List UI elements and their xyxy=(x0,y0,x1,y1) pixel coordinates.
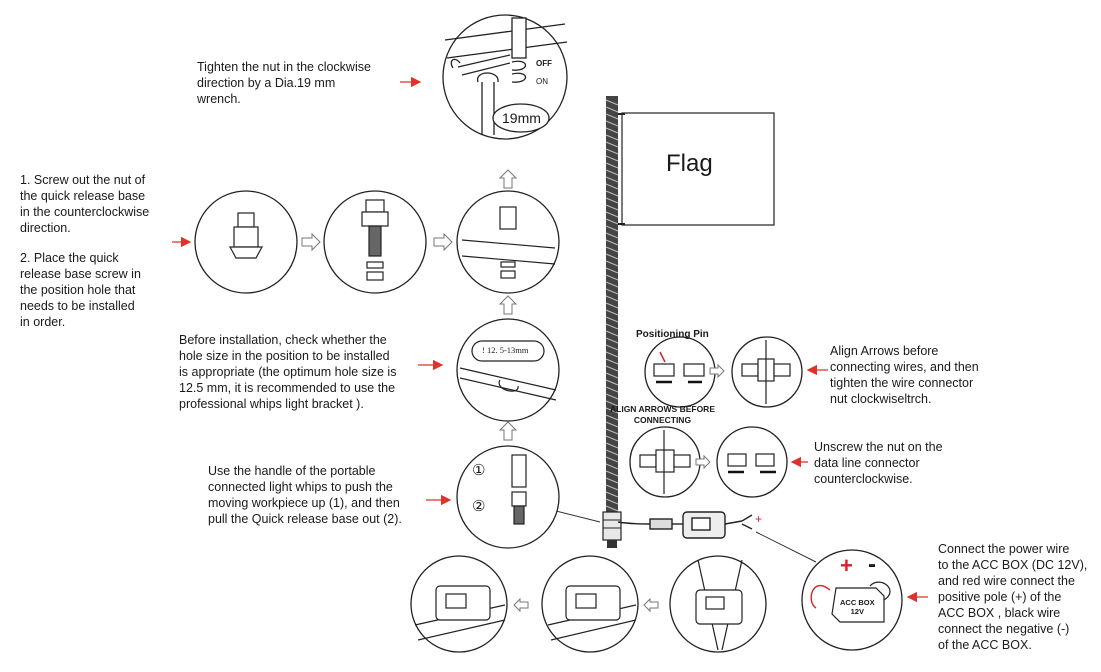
mount-art xyxy=(414,559,743,651)
align-before-label: ALIGN ARROWS BEFORE CONNECTING xyxy=(610,404,715,425)
hole-size-label: ! 12. 5-13mm xyxy=(482,345,529,355)
flow-arrows xyxy=(301,169,725,613)
circle-hole xyxy=(456,318,560,422)
tighten-text: Tighten the nut in the clockwise directi… xyxy=(197,60,371,106)
whip-pole xyxy=(602,96,622,548)
circle-base-3 xyxy=(456,190,560,294)
place-text: 2. Place the quick release base screw in… xyxy=(20,251,141,329)
release-art xyxy=(511,454,527,525)
power-wire xyxy=(617,511,753,539)
connector-direction-arrows xyxy=(656,380,776,474)
base-art xyxy=(228,199,556,281)
step-2-label: ② xyxy=(472,498,486,515)
unscrew-text: Unscrew the nut on the data line connect… xyxy=(814,440,943,486)
acc-box-label: ACC BOX 12V xyxy=(840,598,875,616)
wire-plus-mark: + xyxy=(755,512,762,526)
before-install-text: Before installation, check whether the h… xyxy=(179,333,397,411)
screw-out-text: 1. Screw out the nut of the quick releas… xyxy=(20,173,150,235)
flag xyxy=(618,112,775,226)
connector-art xyxy=(639,340,791,494)
acc-plus-label: + xyxy=(840,553,853,578)
step-1-label: ① xyxy=(472,462,486,479)
positioning-pin-label: Positioning Pin xyxy=(636,329,709,340)
on-label: ON xyxy=(536,77,548,86)
flag-label: Flag xyxy=(666,150,713,177)
circle-release xyxy=(456,445,560,549)
acc-box-art xyxy=(810,581,891,623)
pointer-arrows xyxy=(172,76,928,603)
wrench-art xyxy=(444,17,568,135)
acc-minus-label: - xyxy=(868,551,876,578)
off-label: OFF xyxy=(536,59,552,68)
wrench-size-label: 19mm xyxy=(502,110,541,126)
use-handle-text: Use the handle of the portable connected… xyxy=(208,464,402,526)
hole-art xyxy=(459,340,557,401)
align-arrows-text: Align Arrows before connecting wires, an… xyxy=(830,344,979,406)
circle-connector-4 xyxy=(716,426,788,498)
connect-power-text: Connect the power wire to the ACC BOX (D… xyxy=(938,542,1088,652)
